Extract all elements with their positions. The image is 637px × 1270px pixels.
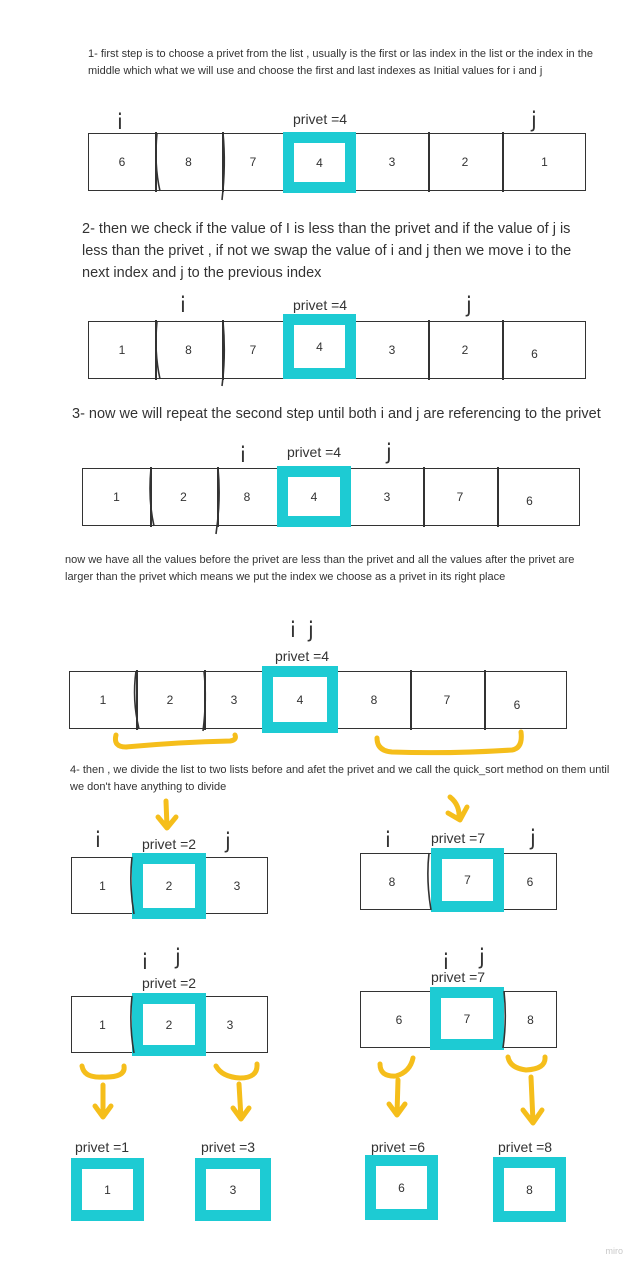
array-cell: 1 bbox=[99, 1017, 106, 1032]
step3-text: 3- now we will repeat the second step un… bbox=[72, 406, 601, 422]
index-j-marker: j bbox=[175, 945, 181, 969]
pivot-label: privet =8 bbox=[498, 1139, 553, 1155]
array-cell: 6 bbox=[531, 347, 538, 361]
index-i-marker: i bbox=[180, 293, 186, 317]
pivot-label: privet =4 bbox=[275, 648, 330, 664]
pivot-cell: 2 bbox=[132, 993, 206, 1056]
array-cell: 1 bbox=[113, 490, 120, 504]
down-arrow-icon bbox=[230, 1081, 252, 1122]
array-cell: 8 bbox=[527, 1012, 534, 1027]
cell-divider bbox=[484, 670, 486, 730]
array-cell: 6 bbox=[513, 698, 521, 712]
down-arrow-icon bbox=[155, 798, 179, 831]
array-cell: 1 bbox=[118, 343, 126, 357]
left-partition-bracket bbox=[113, 732, 238, 750]
cell-divider bbox=[497, 467, 499, 527]
pivot-label: privet =1 bbox=[75, 1139, 130, 1155]
array-cell: 3 bbox=[233, 878, 241, 893]
right-partition-bracket bbox=[374, 729, 524, 756]
array-cell: 3 bbox=[388, 155, 396, 169]
down-arrow-icon bbox=[445, 794, 470, 823]
cell-divider bbox=[428, 320, 430, 380]
cell-divider bbox=[502, 320, 504, 380]
pivot-label: privet =7 bbox=[431, 830, 486, 846]
step1-text: 1- first step is to choose a privet from… bbox=[88, 48, 594, 77]
array-cell: 8 bbox=[388, 874, 396, 889]
array-cell: 7 bbox=[249, 343, 257, 357]
array-cell: 3 bbox=[226, 1017, 234, 1032]
array-cell: 2 bbox=[166, 693, 174, 707]
pivot-cell: 2 bbox=[132, 853, 206, 919]
left-leaf-bracket bbox=[377, 1055, 416, 1079]
pivot-label: privet =2 bbox=[142, 975, 197, 991]
array-cell: 1 bbox=[99, 878, 106, 893]
array-cell: 2 bbox=[180, 490, 187, 504]
array-cell: 7 bbox=[249, 155, 257, 169]
pivot-label: privet =6 bbox=[371, 1139, 426, 1155]
pivot-label: privet =4 bbox=[287, 444, 342, 460]
array-cell: 6 bbox=[395, 1012, 403, 1027]
cell-divider bbox=[423, 467, 425, 527]
array-cell: 6 bbox=[118, 155, 126, 169]
pivot-cell: 7 bbox=[431, 848, 504, 912]
array-cell: 2 bbox=[461, 343, 469, 357]
array-cell: 3 bbox=[383, 490, 391, 504]
right-leaf-bracket bbox=[213, 1061, 260, 1081]
index-i-marker: i bbox=[142, 950, 148, 974]
index-j-marker: j bbox=[530, 826, 536, 850]
pivot-cell: 4 bbox=[283, 314, 356, 379]
array-cell: 8 bbox=[185, 155, 192, 169]
index-i-marker: i bbox=[117, 110, 123, 134]
array-cell: 2 bbox=[461, 155, 469, 169]
right-leaf-bracket bbox=[505, 1054, 548, 1073]
pivot-label: privet =4 bbox=[293, 111, 348, 127]
index-j-marker: j bbox=[225, 829, 231, 853]
down-arrow-icon bbox=[92, 1082, 114, 1120]
array-cell: 8 bbox=[185, 343, 192, 357]
leaf-pivot-cell: 1 bbox=[71, 1158, 144, 1221]
index-j-marker: j bbox=[466, 293, 472, 317]
index-j-marker: j bbox=[531, 108, 537, 132]
index-i-marker: i bbox=[95, 828, 101, 852]
step2-text: 2- then we check if the value of I is le… bbox=[82, 221, 572, 281]
index-j-marker: j bbox=[479, 945, 485, 969]
array-cell: 6 bbox=[526, 874, 534, 889]
down-arrow-icon bbox=[386, 1077, 408, 1118]
array-cell: 6 bbox=[526, 494, 533, 508]
array-cell: 7 bbox=[456, 490, 464, 504]
array-cell: 1 bbox=[99, 693, 107, 707]
array-cell: 7 bbox=[443, 693, 451, 707]
pivot-cell: 4 bbox=[277, 466, 351, 527]
array-cell: 8 bbox=[370, 693, 378, 707]
cell-divider bbox=[428, 132, 430, 192]
index-i-marker: i bbox=[385, 828, 391, 852]
left-leaf-bracket bbox=[79, 1063, 127, 1080]
pivot-label: privet =2 bbox=[142, 836, 197, 852]
array-cell: 3 bbox=[230, 693, 238, 707]
index-i-marker: i bbox=[240, 443, 246, 467]
down-arrow-icon bbox=[520, 1074, 545, 1126]
leaf-pivot-cell: 6 bbox=[365, 1155, 438, 1220]
pivot-label: privet =3 bbox=[201, 1139, 256, 1155]
pivot-label: privet =4 bbox=[293, 297, 348, 313]
leaf-pivot-cell: 8 bbox=[493, 1157, 566, 1222]
pivot-label: privet =7 bbox=[431, 969, 486, 985]
array-cell: 3 bbox=[388, 343, 396, 357]
pivot-cell: 4 bbox=[262, 666, 338, 733]
watermark-logo: miro bbox=[605, 1246, 624, 1256]
pivot-cell: 7 bbox=[430, 987, 504, 1050]
index-i-marker: i bbox=[290, 618, 296, 642]
pivot-cell: 4 bbox=[283, 132, 356, 193]
index-j-marker: j bbox=[308, 618, 314, 642]
cell-divider bbox=[502, 132, 504, 192]
array-cell: 8 bbox=[243, 490, 251, 504]
step4-text: 4- then , we divide the list to two list… bbox=[70, 764, 610, 793]
index-j-marker: j bbox=[386, 440, 392, 464]
leaf-pivot-cell: 3 bbox=[195, 1158, 271, 1221]
cell-divider bbox=[410, 670, 412, 730]
note-text: now we have all the values before the pr… bbox=[65, 554, 575, 583]
index-i-marker: i bbox=[443, 950, 449, 974]
array-cell: 1 bbox=[541, 155, 548, 169]
